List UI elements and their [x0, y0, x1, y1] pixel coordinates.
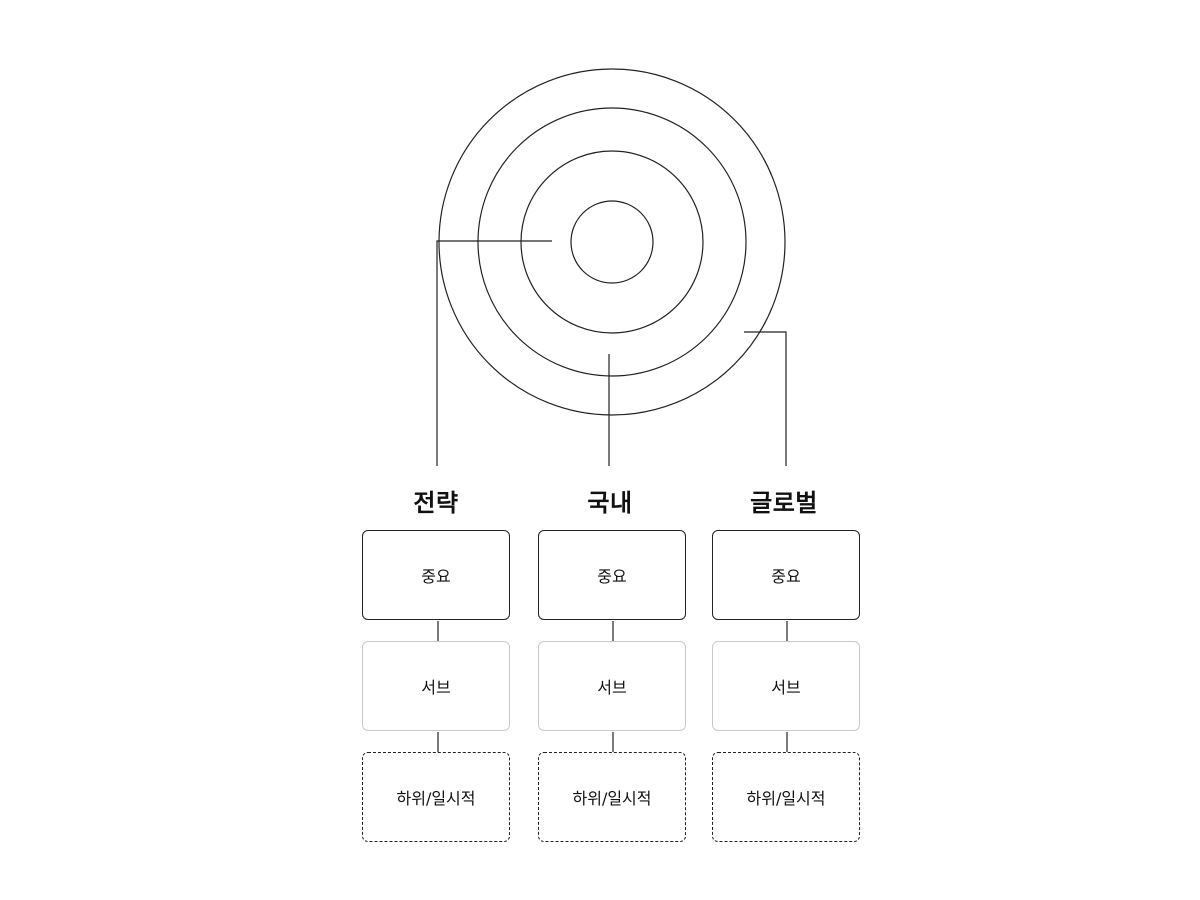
leader-line-strategy: [436, 240, 552, 466]
box-strategy-sub: 서브: [362, 641, 510, 731]
ring-inner: [570, 200, 654, 284]
box-global-sub: 서브: [712, 641, 860, 731]
column-title-domestic: 국내: [587, 489, 633, 517]
box-strategy-primary: 중요: [362, 530, 510, 620]
ring-outer: [438, 68, 786, 416]
box-global-temporary: 하위/일시적: [712, 752, 860, 842]
box-strategy-temporary: 하위/일시적: [362, 752, 510, 842]
box-domestic-primary: 중요: [538, 530, 686, 620]
ring-second: [520, 150, 704, 334]
box-global-primary: 중요: [712, 530, 860, 620]
column-title-strategy: 전략: [413, 489, 459, 517]
column-title-global: 글로벌: [750, 489, 818, 517]
box-domestic-temporary: 하위/일시적: [538, 752, 686, 842]
leader-line-global: [744, 331, 787, 466]
box-domestic-sub: 서브: [538, 641, 686, 731]
ring-third: [477, 107, 747, 377]
